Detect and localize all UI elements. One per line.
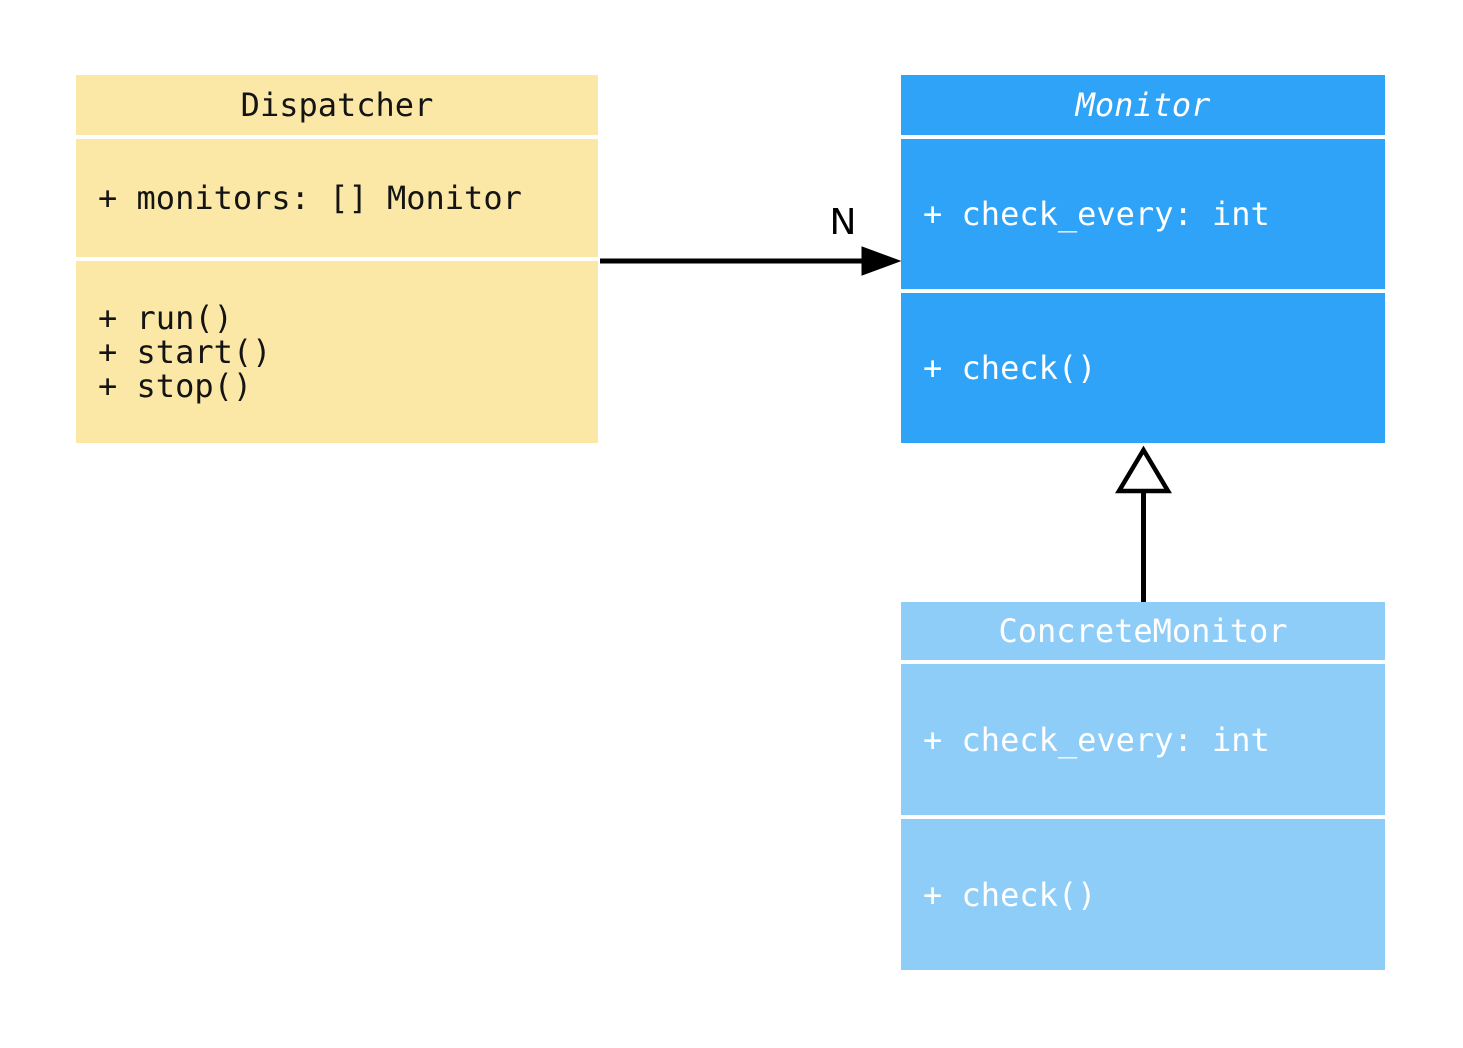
class-box-concrete-monitor: ConcreteMonitor + check_every: int + che… (901, 602, 1385, 970)
attributes-compartment: + monitors: [] Monitor (76, 139, 598, 257)
attribute-line: + check_every: int (923, 195, 1270, 233)
class-box-dispatcher: Dispatcher + monitors: [] Monitor + run(… (76, 75, 598, 443)
method-line: + check() (923, 875, 1097, 914)
attribute-line: + check_every: int (923, 720, 1270, 759)
class-title-bar: ConcreteMonitor (901, 602, 1385, 660)
inheritance-arrow (1115, 445, 1172, 602)
method-line: + check() (923, 349, 1097, 387)
class-name: Dispatcher (240, 86, 434, 124)
method-line: + stop() (98, 367, 253, 405)
class-box-monitor: Monitor + check_every: int + check() (901, 75, 1385, 443)
attribute-line: + monitors: [] Monitor (98, 179, 522, 217)
class-name: ConcreteMonitor (998, 612, 1288, 650)
attributes-compartment: + check_every: int (901, 664, 1385, 815)
attributes-compartment: + check_every: int (901, 139, 1385, 289)
methods-compartment: + check() (901, 819, 1385, 970)
methods-compartment: + check() (901, 293, 1385, 443)
method-line: + start() (98, 333, 272, 371)
class-name: Monitor (1075, 86, 1211, 124)
class-title-bar: Monitor (901, 75, 1385, 135)
class-title-bar: Dispatcher (76, 75, 598, 135)
multiplicity-label: N (829, 202, 857, 243)
association-arrow (600, 246, 902, 276)
methods-compartment: + run() + start() + stop() (76, 261, 598, 443)
method-line: + run() (98, 299, 233, 337)
